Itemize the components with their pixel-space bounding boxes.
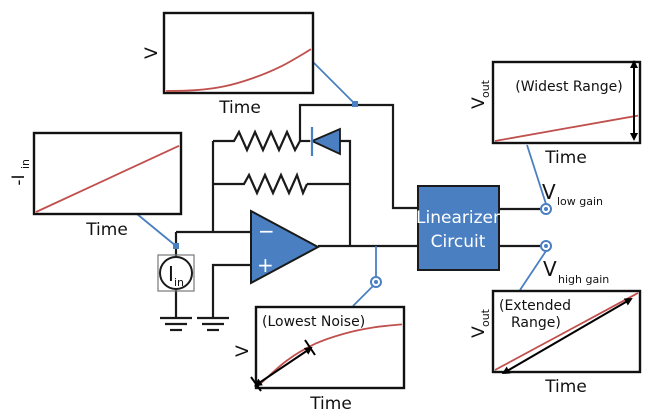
plot-input-current: -I in Time (9, 131, 183, 240)
resistor-main-feedback (240, 171, 309, 197)
plot-note: (Lowest Noise) (262, 314, 365, 330)
plot-frame (32, 131, 183, 216)
plot-widest-range: (Widest Range) V out Time (469, 60, 642, 168)
y-axis-label: -I (9, 174, 29, 185)
plot-note: (Widest Range) (515, 79, 622, 95)
linearizer-label-line2: Circuit (431, 232, 486, 252)
low-gain-subscript: low gain (557, 195, 603, 208)
current-source-symbol: I (168, 262, 174, 286)
diode (309, 127, 341, 156)
circuit-wires (174, 103, 546, 318)
low-gain-terminal (540, 203, 552, 215)
current-source: I in (157, 254, 195, 292)
plot-extended-range: (Extended Range) V out Time (469, 289, 642, 397)
resistor-diode-branch (230, 129, 301, 153)
opamp-output-terminal (370, 246, 382, 288)
current-source-subscript: in (174, 276, 184, 289)
x-axis-label: Time (544, 377, 587, 397)
noninverting-sign: + (257, 253, 274, 277)
x-axis-label: Time (544, 148, 587, 168)
plot-frame (491, 60, 642, 145)
plot-diode-voltage: V Time (142, 11, 315, 118)
ground-icon (197, 316, 229, 332)
tick-mark (250, 376, 262, 392)
signal-curve (165, 48, 312, 92)
plot-lowest-noise: (Lowest Noise) V Time (233, 305, 406, 414)
y-axis-subscript: out (479, 79, 492, 98)
x-axis-label: Time (85, 220, 128, 240)
plot-frame (162, 11, 315, 95)
x-axis-label: Time (309, 394, 352, 414)
y-axis-label: V (142, 47, 162, 59)
plot-note-line1: (Extended (499, 298, 571, 314)
probe-line-lowest-noise (352, 285, 374, 307)
x-axis-label: Time (218, 98, 261, 118)
y-axis-label: V (469, 97, 489, 109)
inverting-sign: − (258, 219, 275, 243)
high-gain-label: V (543, 257, 557, 281)
wire-diode-right (340, 139, 352, 246)
signal-curve (35, 144, 180, 213)
range-arrow (501, 297, 633, 375)
tick-mark (304, 339, 316, 356)
probe-line-low-gain (526, 144, 547, 205)
high-gain-subscript: high gain (558, 273, 609, 286)
probe-node-diode (352, 101, 358, 107)
y-axis-subscript: out (479, 308, 492, 327)
low-gain-label: V (542, 180, 556, 204)
y-axis-label: V (469, 326, 489, 338)
ground-icon (160, 316, 192, 332)
linearizer-circuit: Linearizer Circuit (416, 185, 500, 271)
probe-line-diode-voltage (312, 61, 356, 105)
op-amp: − + (250, 209, 321, 285)
y-axis-subscript: in (19, 159, 32, 169)
linearizer-label-line1: Linearizer (416, 208, 500, 228)
y-axis-label: V (233, 345, 253, 357)
wire-noninverting-input (211, 263, 250, 318)
signal-curve (494, 114, 639, 142)
plot-note-line2: Range) (511, 315, 561, 331)
wire-diode-top-loop (298, 103, 418, 210)
noise-range-arrow (254, 346, 313, 387)
probe-lines (136, 61, 547, 307)
probe-line-input-current (136, 213, 177, 247)
high-gain-terminal (540, 240, 552, 252)
probe-node-input (173, 243, 179, 249)
probe-line-high-gain (519, 250, 547, 291)
